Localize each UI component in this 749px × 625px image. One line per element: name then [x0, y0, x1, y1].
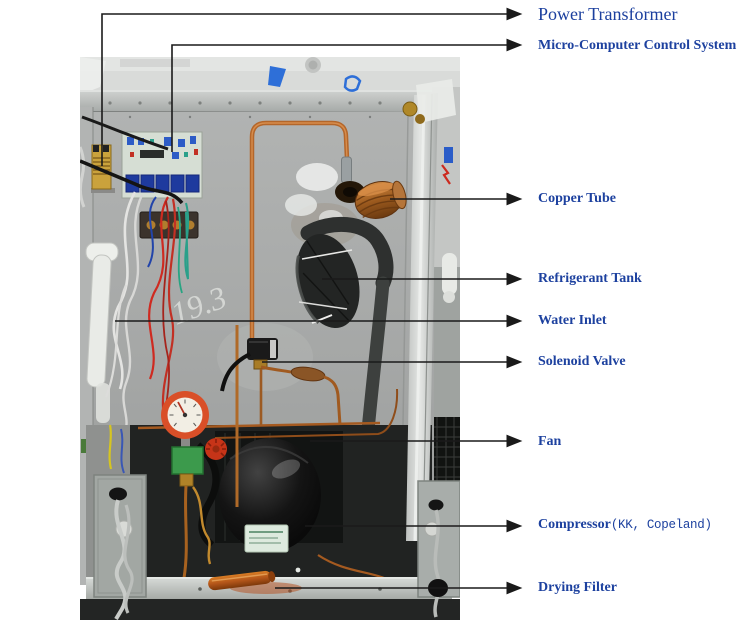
cable-gland — [109, 487, 127, 501]
frost-patch — [296, 163, 338, 191]
label-compressor-note: (KK, Copeland) — [610, 518, 712, 532]
white-pipe-fitting — [442, 253, 457, 295]
right-bracket — [417, 480, 460, 618]
label-water-inlet: Water Inlet — [538, 313, 607, 328]
label-power-transformer: Power Transformer — [538, 4, 678, 24]
machine-photo-graphic: 19.3 — [80, 57, 460, 620]
solenoid-cable — [220, 352, 251, 392]
fan-grille-graphic — [430, 417, 460, 489]
label-micro-computer-control-system: Micro-Computer Control System — [538, 38, 737, 53]
black-grommet — [428, 579, 448, 597]
valve-block — [171, 446, 204, 475]
solder-joint — [341, 156, 352, 184]
drying-filter-graphic — [208, 570, 276, 591]
label-compressor-text: Compressor — [538, 517, 611, 532]
label-fan: Fan — [538, 434, 562, 449]
label-refrigerant-tank: Refrigerant Tank — [538, 271, 642, 286]
label-copper-tube: Copper Tube — [538, 191, 616, 206]
cable-tie — [301, 249, 353, 260]
black-hose — [195, 442, 220, 548]
gauge-needle — [177, 401, 186, 416]
yellow-wire — [108, 424, 113, 470]
label-compressor: Compressor(KK, Copeland) — [538, 517, 712, 533]
label-drying-filter: Drying Filter — [538, 580, 617, 595]
solenoid-valve-graphic — [220, 325, 342, 507]
pressure-gauge-graphic — [161, 391, 227, 579]
power-cord — [114, 499, 128, 620]
compressor-graphic — [219, 438, 385, 580]
label-solenoid-valve: Solenoid Valve — [538, 354, 626, 369]
base-rail — [80, 567, 460, 620]
control-board-graphic — [121, 131, 203, 199]
wiring-bundles — [80, 115, 190, 563]
left-bracket — [93, 424, 147, 620]
copper-coil-graphic — [354, 180, 407, 219]
brass-capillary — [192, 486, 212, 565]
red-wire — [441, 164, 451, 185]
machine-photo: 19.3 — [80, 57, 460, 620]
blue-connector — [444, 147, 453, 163]
brass-fitting — [402, 101, 418, 117]
ic-chip — [140, 150, 164, 158]
blue-wire — [120, 428, 125, 474]
